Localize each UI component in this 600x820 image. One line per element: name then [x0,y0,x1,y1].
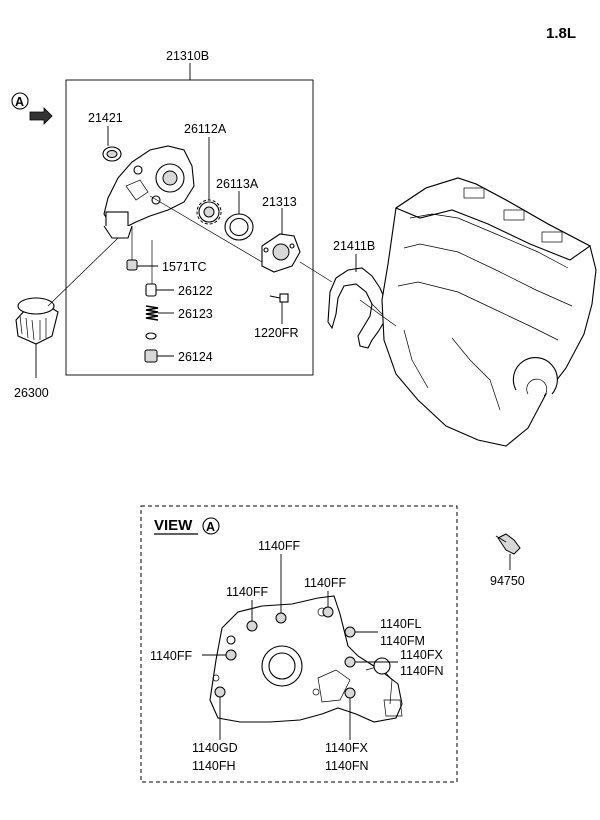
label-26123: 26123 [178,307,213,321]
label-1140FH: 1140FH [192,759,236,773]
o-ring [145,332,157,340]
bolt-ff-top [275,612,287,624]
oil-filter-26300 [15,297,59,345]
bolt-1220FR [269,293,289,303]
bolt-fx-b [344,687,356,699]
label-21411B: 21411B [333,239,375,253]
inner-rotor-26112A [196,199,222,225]
label-1140FN-a: 1140FN [400,664,444,678]
label-21313: 21313 [262,195,297,209]
bolt-fl [344,626,356,638]
bolt-ff-side [225,649,237,661]
pump-cover-21313 [261,233,301,273]
label-1571TC: 1571TC [162,260,206,274]
relief-valve-26122 [145,283,157,297]
oil-pump-assembly-box [65,79,314,376]
bolt-gd [214,686,226,698]
label-21310B: 21310B [166,49,209,63]
label-1140FN-b: 1140FN [325,759,369,773]
label-21421: 21421 [88,111,123,125]
spring-26123 [145,305,159,321]
label-1140FX-b: 1140FX [325,741,369,755]
label-1140FF-top: 1140FF [258,539,301,553]
label-94750: 94750 [490,574,525,588]
dowel-hole [226,635,236,645]
label-26122: 26122 [178,284,213,298]
label-1140FF-left: 1140FF [226,585,269,599]
sensor-94750 [495,533,521,555]
view-a-pump-housing [209,595,403,723]
label-26112A: 26112A [184,122,227,136]
bolt-ff-right [322,606,334,618]
outer-rotor-26113A [224,213,254,241]
view-marker-letter: A [15,95,24,109]
view-title-marker [202,517,220,535]
label-1140FX-a: 1140FX [400,648,444,662]
bolt-fx-a [344,656,356,668]
label-26300: 26300 [14,386,49,400]
plug-26124 [144,349,158,363]
label-26113A: 26113A [216,177,259,191]
oil-seal-21421 [102,146,122,162]
view-title: VIEW [154,517,193,534]
label-1140FF-side: 1140FF [150,649,193,663]
label-1140FF-right: 1140FF [304,576,347,590]
label-1220FR: 1220FR [254,326,298,340]
engine-block [381,177,597,447]
label-1140GD: 1140GD [192,741,238,755]
label-1140FL: 1140FL [380,617,422,631]
plug-1571TC [126,259,138,271]
oil-pump-housing [103,145,195,239]
label-26124: 26124 [178,350,213,364]
svg-text:A: A [206,520,215,534]
engine-size-label: 1.8L [546,25,576,42]
bolt-ff-left [246,620,258,632]
gasket-21411B [327,267,389,349]
label-1140FM: 1140FM [380,634,425,648]
view-a-box [140,505,458,783]
view-direction-arrow-icon [29,107,53,125]
view-a-arrow-marker: A [11,92,53,125]
